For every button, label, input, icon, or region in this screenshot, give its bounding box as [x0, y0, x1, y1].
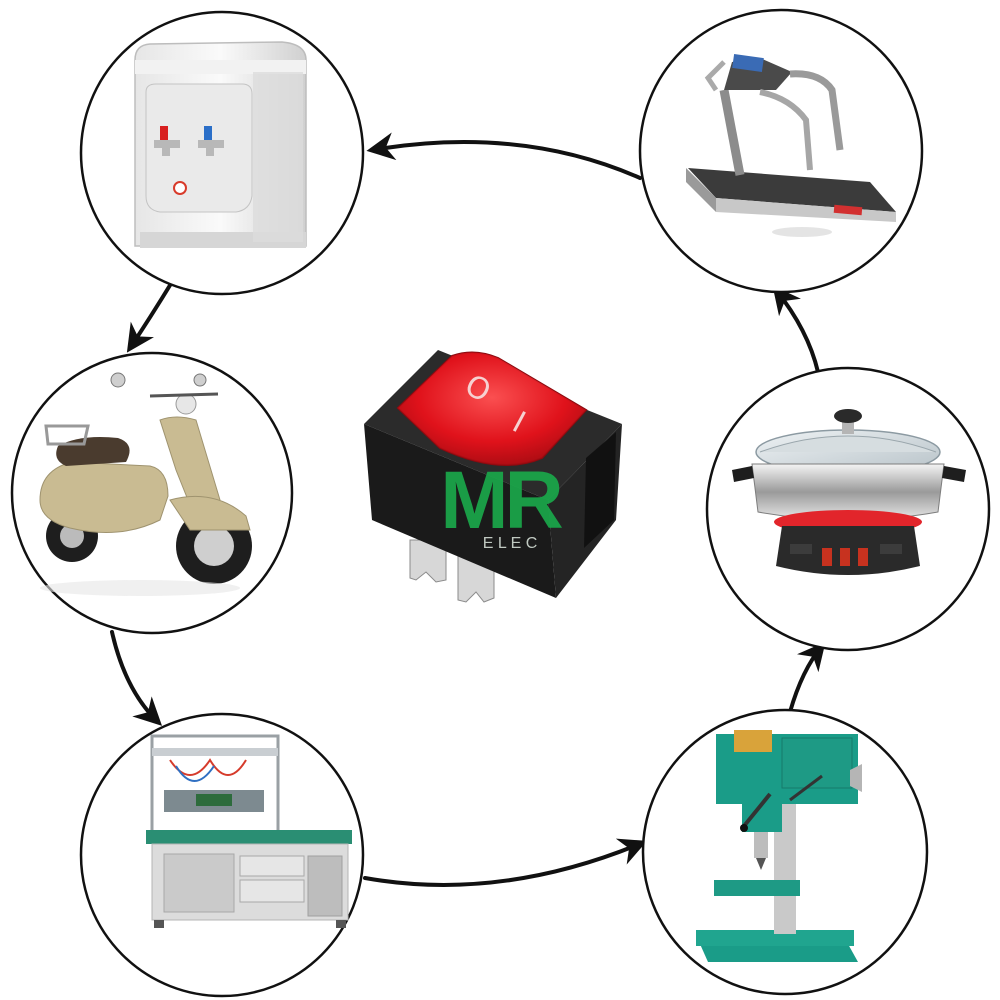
scooter-image — [39, 372, 252, 596]
drill-press-image — [696, 730, 862, 962]
watermark-logo: MR — [440, 455, 562, 546]
test-bench-image — [146, 734, 352, 928]
arrow-dispenser-to-scooter — [126, 280, 174, 353]
flow-arrows — [110, 132, 826, 887]
arrow-pot-to-treadmill — [772, 285, 820, 374]
arrow-drill-to-pot — [788, 641, 826, 714]
brand-watermark: MR E L E C — [440, 455, 566, 552]
arrow-scooter-to-bench — [110, 630, 163, 726]
watermark-subtext: E L E C — [483, 535, 538, 552]
circle-treadmill — [638, 8, 924, 294]
electric-hot-pot-image — [732, 409, 966, 575]
arrow-treadmill-to-dispenser — [366, 132, 642, 180]
water-dispenser-image — [134, 41, 307, 248]
arrow-bench-to-drill — [363, 838, 648, 887]
treadmill-image — [686, 53, 896, 237]
rocker-switch-image: O I — [364, 350, 622, 603]
